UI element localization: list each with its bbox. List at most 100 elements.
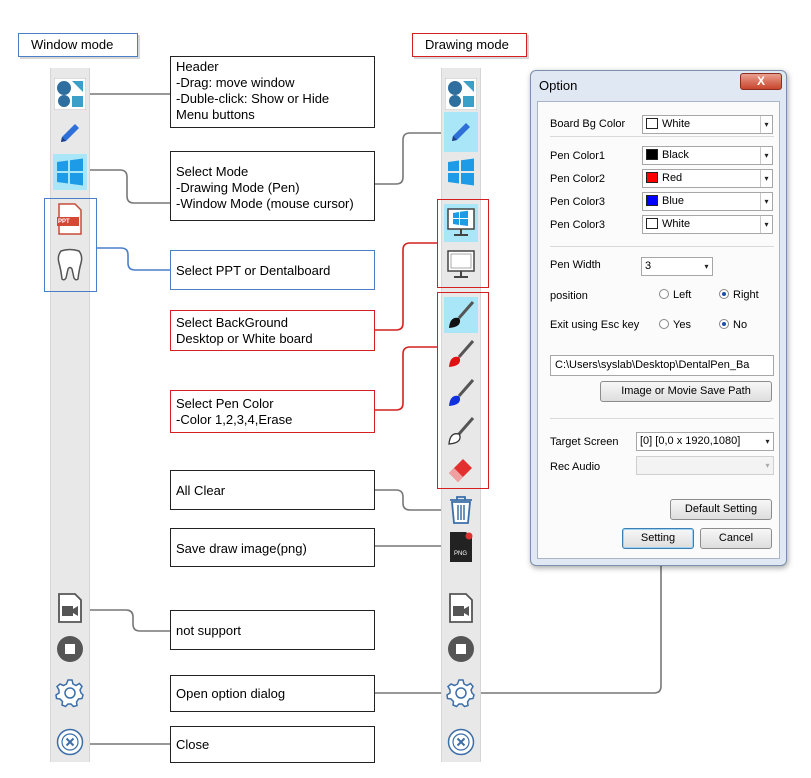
pen-color-2-label: Pen Color2: [550, 173, 606, 185]
windows-icon[interactable]: [53, 154, 87, 190]
position-label: position: [550, 290, 588, 302]
ppt-icon[interactable]: PPT: [53, 202, 87, 236]
dialog-close-button[interactable]: X: [740, 73, 782, 90]
pen-color-3-select[interactable]: Blue ▾: [642, 192, 773, 211]
gear-icon[interactable]: [444, 676, 478, 710]
window-mode-label: Window mode: [18, 33, 138, 57]
radio-icon: [659, 289, 669, 299]
save-path-button[interactable]: Image or Movie Save Path: [600, 381, 772, 402]
target-screen-select[interactable]: [0] [0,0 x 1920,1080] ▾: [636, 432, 774, 451]
radio-label: Yes: [673, 319, 691, 331]
chevron-down-icon: ▾: [760, 216, 772, 233]
exit-esc-no-radio[interactable]: No: [719, 319, 747, 331]
color-swatch: [646, 149, 658, 160]
dialog-title: Option: [539, 78, 578, 93]
pen-color-4-icon[interactable]: [444, 414, 478, 448]
stop-icon[interactable]: [444, 632, 478, 666]
board-bg-color-label: Board Bg Color: [550, 118, 626, 130]
rec-audio-select[interactable]: ▾: [636, 456, 774, 475]
callout-line: Desktop or White board: [176, 331, 313, 346]
desktop-background-icon[interactable]: [444, 204, 478, 242]
record-video-icon[interactable]: [53, 591, 87, 625]
callout-line: -Drawing Mode (Pen): [176, 180, 300, 195]
pen-icon[interactable]: [444, 112, 478, 152]
select-ppt-callout: Select PPT or Dentalboard: [170, 250, 375, 290]
exit-esc-yes-radio[interactable]: Yes: [659, 319, 691, 331]
pen-icon[interactable]: [53, 116, 87, 150]
stop-icon[interactable]: [53, 632, 87, 666]
chevron-down-icon: ▾: [765, 461, 770, 470]
select-value: [0] [0,0 x 1920,1080]: [640, 435, 741, 447]
select-mode-callout: Select Mode -Drawing Mode (Pen) -Window …: [170, 151, 375, 221]
radio-selected-icon: [719, 319, 729, 329]
color-swatch: [646, 118, 658, 129]
ppt-dental-group: [44, 198, 97, 292]
divider: [550, 136, 774, 137]
pen-color-1-icon[interactable]: [444, 297, 478, 333]
cancel-button[interactable]: Cancel: [700, 528, 772, 549]
callout-line: Menu buttons: [176, 107, 255, 122]
save-png-icon[interactable]: PNG: [444, 530, 478, 564]
png-badge: PNG: [454, 551, 468, 557]
pen-color-1-select[interactable]: Black ▾: [642, 146, 773, 165]
pen-color-3-label: Pen Color3: [550, 196, 606, 208]
whiteboard-background-icon[interactable]: [444, 247, 478, 283]
callout-line: -Duble-click: Show or Hide: [176, 91, 330, 106]
radio-icon: [659, 319, 669, 329]
exit-esc-label: Exit using Esc key: [550, 319, 640, 331]
trash-icon[interactable]: [444, 493, 478, 527]
board-bg-color-select[interactable]: White ▾: [642, 115, 773, 134]
close-icon[interactable]: [53, 725, 87, 759]
divider: [550, 418, 774, 419]
pen-color-2-icon[interactable]: [444, 337, 478, 371]
save-image-callout: Save draw image(png): [170, 528, 375, 567]
tooth-icon[interactable]: [53, 248, 87, 282]
setting-button[interactable]: Setting: [622, 528, 694, 549]
radio-label: Right: [733, 289, 759, 301]
callout-line: not support: [176, 623, 242, 638]
divider: [550, 246, 774, 247]
close-icon[interactable]: [444, 725, 478, 759]
radio-selected-icon: [719, 289, 729, 299]
position-left-radio[interactable]: Left: [659, 289, 691, 301]
callout-line: Select Pen Color: [176, 396, 274, 411]
windows-icon[interactable]: [444, 154, 478, 190]
select-value: Red: [662, 172, 683, 184]
header-callout: Header -Drag: move window -Duble-click: …: [170, 56, 375, 128]
pen-width-select[interactable]: 3 ▾: [641, 257, 713, 276]
callout-line: -Drag: move window: [176, 75, 295, 90]
chevron-down-icon: ▾: [760, 116, 772, 133]
dialog-body: Board Bg Color White ▾ Pen Color1 Black …: [537, 101, 780, 559]
pen-color-4-select[interactable]: White ▾: [642, 215, 773, 234]
header-logo-icon[interactable]: [444, 77, 478, 111]
close-callout: Close: [170, 726, 375, 763]
chevron-down-icon: ▾: [760, 193, 772, 210]
callout-line: Select PPT or Dentalboard: [176, 263, 331, 278]
callout-line: -Color 1,2,3,4,Erase: [176, 412, 293, 427]
position-right-radio[interactable]: Right: [719, 289, 759, 301]
pen-color-2-select[interactable]: Red ▾: [642, 169, 773, 188]
ppt-badge: PPT: [58, 219, 70, 225]
record-video-icon[interactable]: [444, 591, 478, 625]
chevron-down-icon: ▾: [760, 170, 772, 187]
callout-line: Select Mode: [176, 164, 249, 179]
option-dialog: Option X Board Bg Color White ▾ Pen Colo…: [530, 70, 787, 566]
eraser-icon[interactable]: [444, 451, 478, 485]
pen-color-1-label: Pen Color1: [550, 150, 606, 162]
background-group: [437, 199, 489, 288]
rec-audio-label: Rec Audio: [550, 461, 601, 473]
color-swatch: [646, 195, 658, 206]
color-swatch: [646, 172, 658, 183]
callout-line: Save draw image(png): [176, 541, 307, 556]
callout-line: All Clear: [176, 483, 226, 498]
pen-color-3-icon[interactable]: [444, 376, 478, 410]
default-setting-button[interactable]: Default Setting: [670, 499, 772, 520]
gear-icon[interactable]: [53, 676, 87, 710]
save-path-field[interactable]: C:\Users\syslab\Desktop\DentalPen_Ba: [550, 355, 774, 376]
pen-color-4-label: Pen Color3: [550, 219, 606, 231]
color-swatch: [646, 218, 658, 229]
header-logo-icon[interactable]: [53, 77, 87, 111]
not-support-callout: not support: [170, 610, 375, 650]
pen-color-group: [437, 292, 489, 489]
select-value: Blue: [662, 195, 685, 207]
